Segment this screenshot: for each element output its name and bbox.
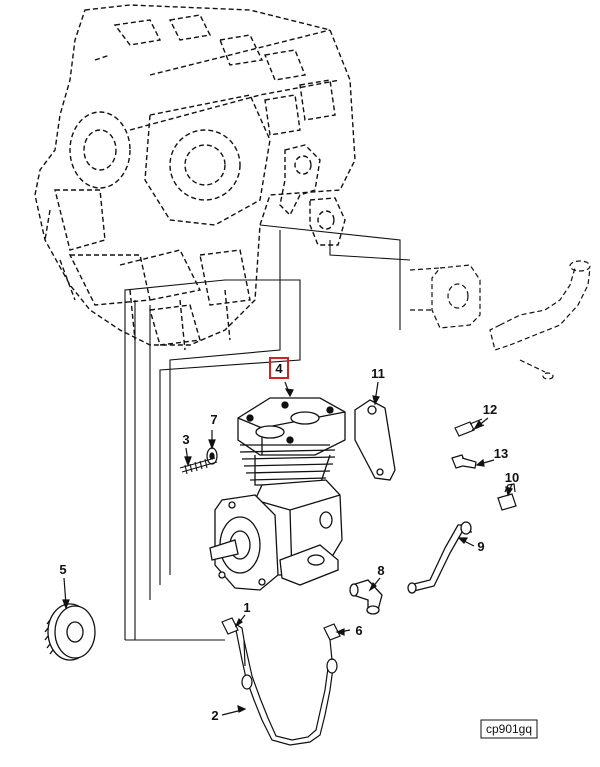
oil-supply-line bbox=[221, 617, 341, 746]
callout-8: 8 bbox=[377, 563, 384, 578]
engine-block-outline bbox=[34, 4, 356, 351]
stud-part bbox=[179, 457, 218, 475]
callout-4: 4 bbox=[275, 361, 283, 376]
callout-labels: 4 11 12 13 10 9 8 7 3 5 1 6 2 bbox=[59, 357, 519, 723]
callout-1: 1 bbox=[243, 600, 250, 615]
bolt-part-13 bbox=[451, 454, 477, 469]
callout-4-highlight-box bbox=[269, 357, 289, 379]
callout-3: 3 bbox=[182, 432, 189, 447]
washer-part bbox=[206, 447, 218, 465]
callout-5: 5 bbox=[59, 562, 66, 577]
reference-code: cp901gq bbox=[486, 722, 532, 736]
callout-13: 13 bbox=[494, 446, 508, 461]
drive-shaft bbox=[209, 539, 239, 561]
bolt-part-12 bbox=[454, 418, 485, 437]
discharge-tube bbox=[407, 521, 472, 594]
callout-12: 12 bbox=[483, 402, 497, 417]
callout-9: 9 bbox=[477, 539, 484, 554]
leader-lines bbox=[62, 381, 513, 716]
intake-fitting-ghost bbox=[409, 260, 591, 380]
compressor-base bbox=[279, 544, 339, 586]
mounting-bracket bbox=[354, 399, 396, 481]
callout-11: 11 bbox=[371, 366, 385, 381]
callout-6: 6 bbox=[355, 623, 362, 638]
reference-code-box: cp901gq bbox=[480, 719, 538, 739]
elbow-fitting bbox=[349, 579, 383, 615]
air-compressor-assembly bbox=[209, 397, 346, 591]
engine-mounting-frame-lines bbox=[124, 224, 411, 641]
callout-7: 7 bbox=[210, 412, 217, 427]
callout-2: 2 bbox=[211, 708, 218, 723]
callout-10: 10 bbox=[505, 470, 519, 485]
drive-gear-pulley bbox=[44, 603, 96, 661]
